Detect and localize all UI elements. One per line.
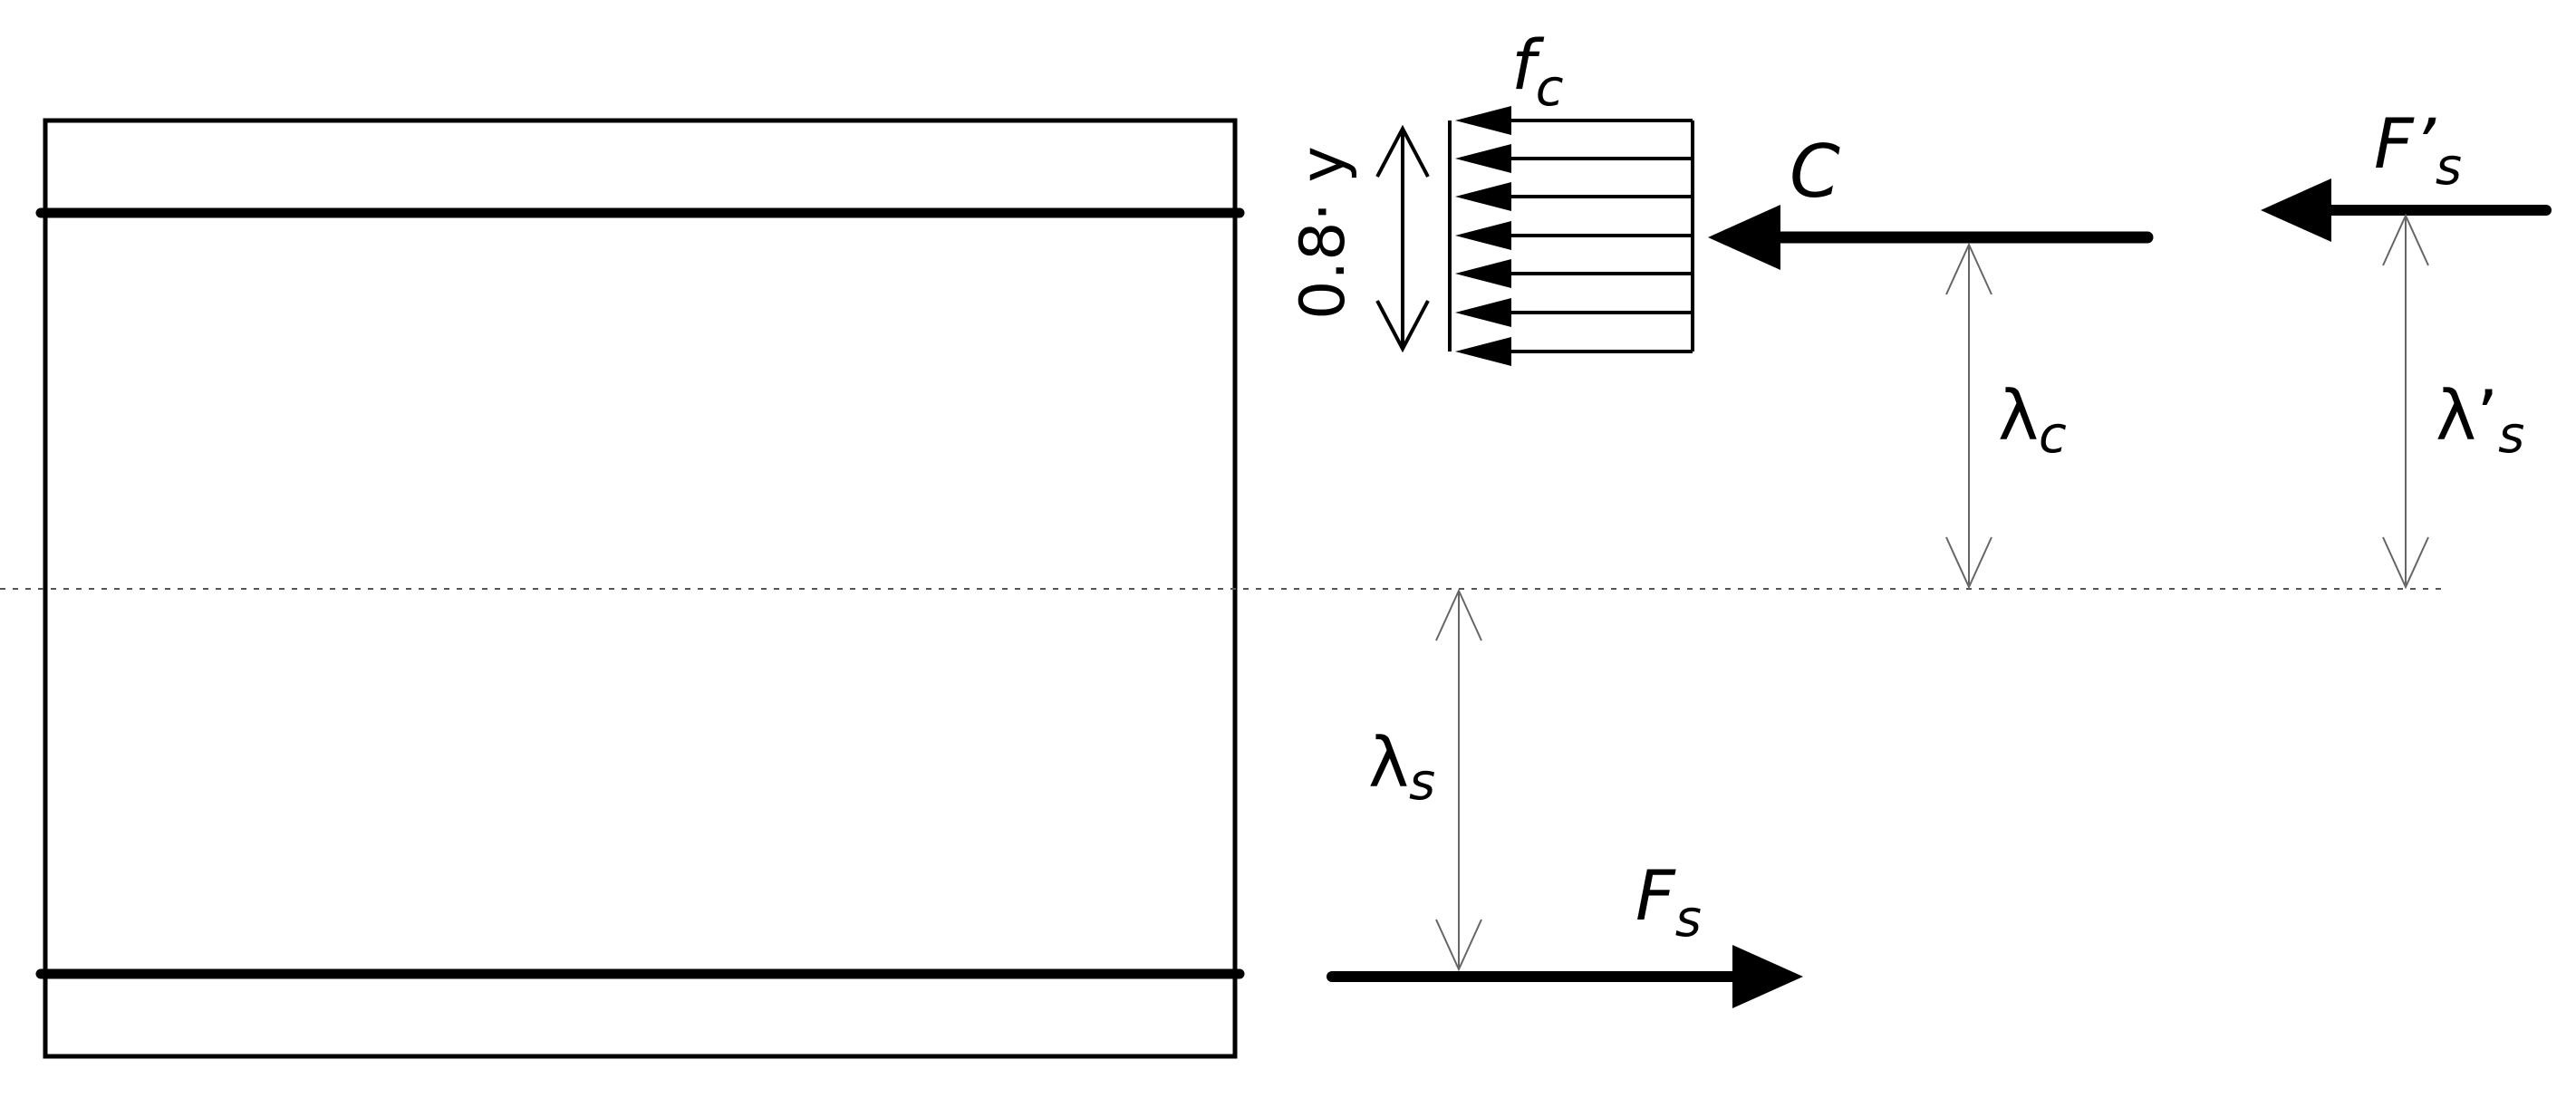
compression-steel-force-label: F’s: [2374, 103, 2462, 197]
lever-arm-concrete-dimension: [1945, 242, 1992, 590]
stress-arrowhead-1: [1455, 106, 1511, 135]
block-depth-label: 0.8· y: [1288, 146, 1359, 320]
block-depth-dimension: [1375, 124, 1430, 353]
stress-arrowhead-7: [1455, 337, 1511, 366]
tension-steel-force-arrow: [1327, 945, 1803, 1008]
lever-arm-concrete-label: λc: [1998, 375, 2067, 465]
tension-steel-force-label: Fs: [1635, 855, 1702, 949]
compression-steel-force-arrow: [2261, 178, 2552, 242]
lever-arm-tension-steel-label: λs: [1368, 722, 1435, 812]
concrete-force-label: C: [1790, 130, 1840, 214]
lever-arm-compression-steel-dimension: [2382, 213, 2429, 590]
stress-arrowhead-4: [1455, 221, 1511, 250]
fc-label: fc: [1511, 24, 1564, 118]
lever-arm-tension-steel-dimension: [1435, 588, 1482, 972]
lever-arm-compression-steel-label: λ’s: [2436, 375, 2524, 465]
stress-arrowhead-2: [1455, 144, 1511, 173]
compression-stress-block: [1448, 106, 1694, 366]
stress-arrowhead-3: [1455, 182, 1511, 211]
concrete-force-arrow: [1708, 205, 2154, 270]
stress-arrowhead-6: [1455, 298, 1511, 327]
stress-arrows: [1455, 106, 1693, 366]
stress-arrowhead-5: [1455, 259, 1511, 288]
